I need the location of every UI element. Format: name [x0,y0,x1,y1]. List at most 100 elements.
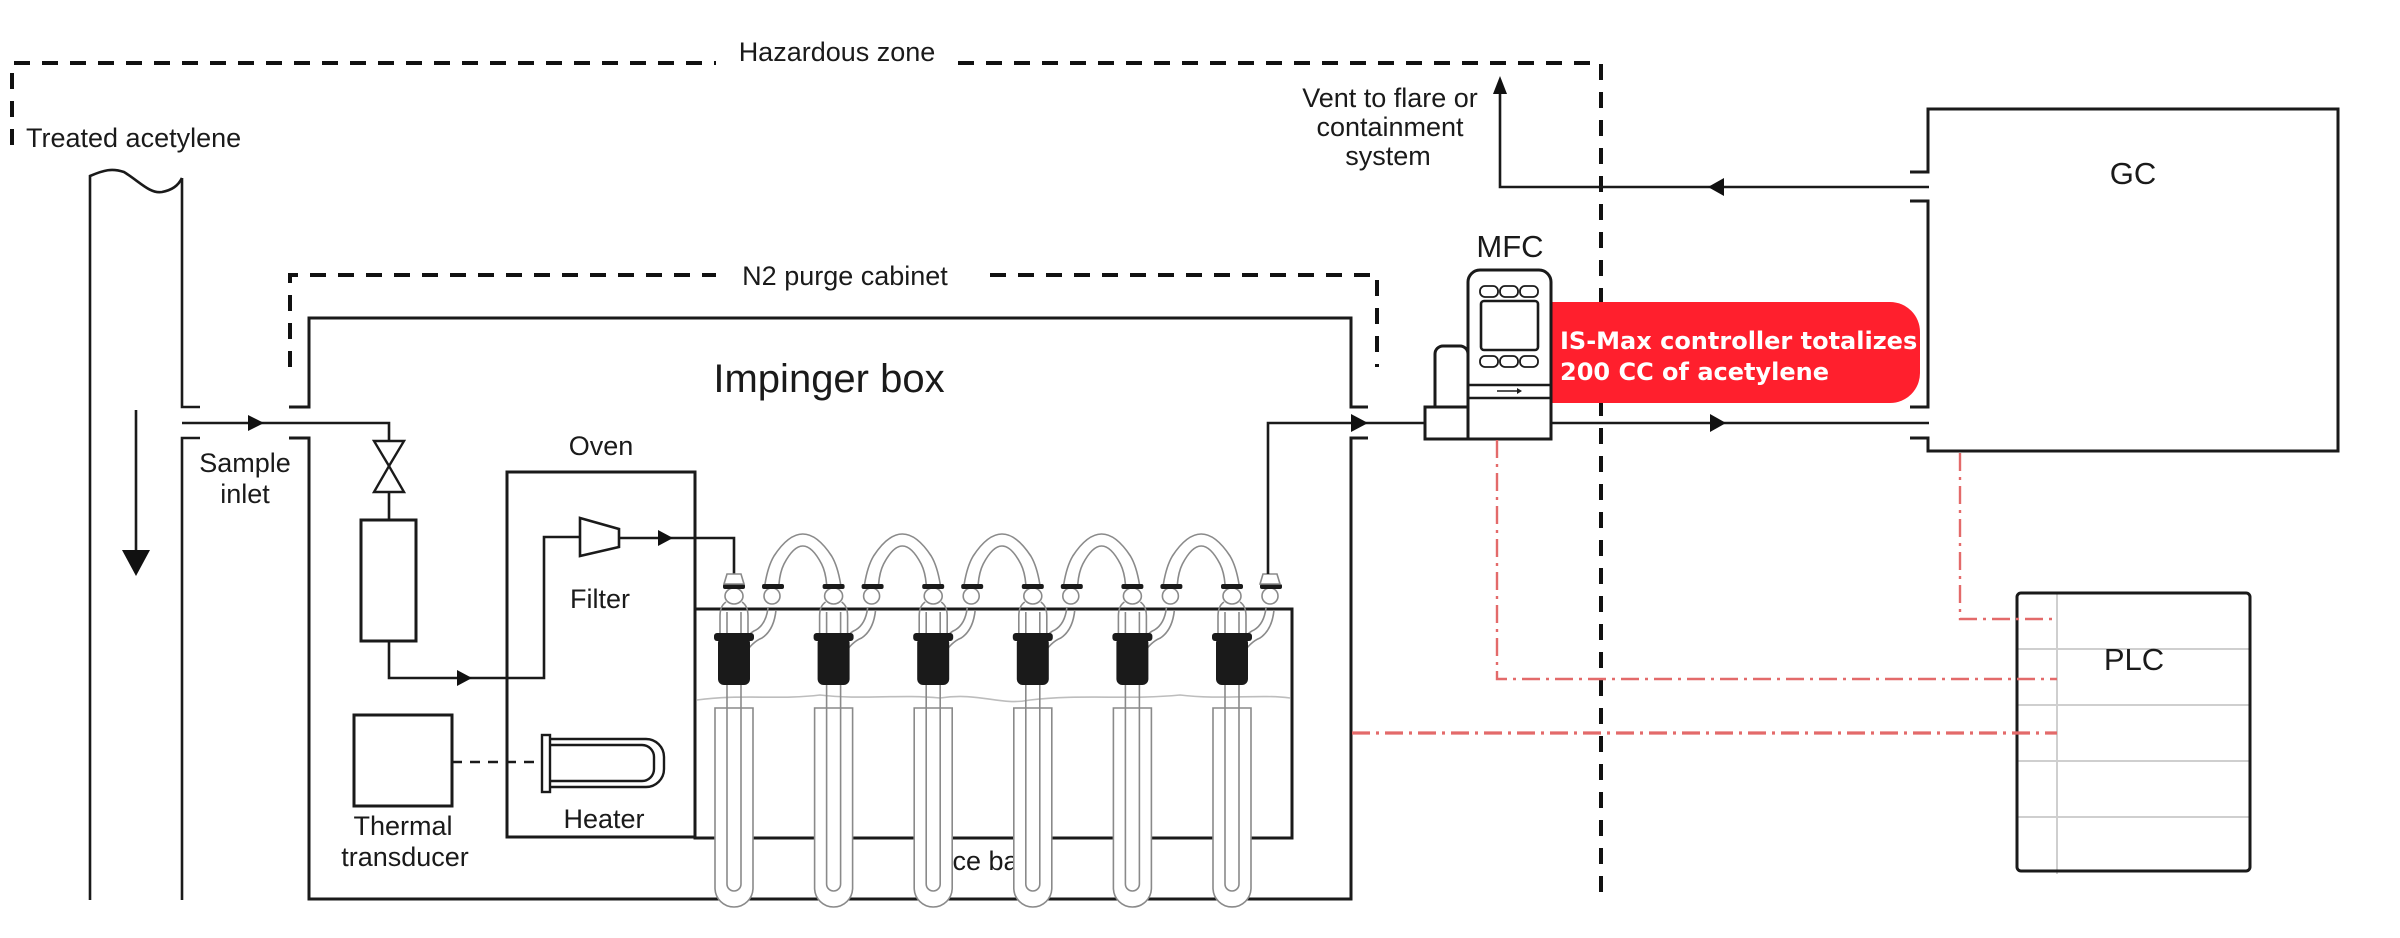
vent-line [1493,76,1929,196]
impinger-neck [818,601,849,636]
impinger-outlet-line [1266,414,1425,574]
impinger-clamp [922,584,945,589]
mass-flow-controller-icon [1423,268,1553,441]
impinger-clamp [723,584,745,589]
impinger-outlet-joint [1261,587,1279,605]
impinger-u-bend [1162,533,1240,585]
impinger-clamp [762,584,784,589]
impinger-outlet-joint [862,587,881,605]
impinger-outlet-joint [1062,587,1080,605]
impinger-tube [813,707,854,908]
impinger-clamp [1160,584,1183,589]
impinger-tube [714,707,754,908]
oven-label: Oven [569,431,634,461]
needle-valve-icon [371,439,407,520]
impinger-stopper-lip [1012,633,1053,641]
impinger-box-label: Impinger box [713,357,944,401]
flow-arrow-icon [1351,414,1368,432]
flow-direction-arrow-icon [122,410,150,576]
sample-inlet-label-1: Sample [199,448,291,478]
impinger-bottle-icon [1112,584,1183,908]
oven-box [505,470,697,839]
impinger-stopper [817,637,850,685]
impinger-clamp [1021,584,1044,589]
impinger-dip-tube [1224,612,1240,892]
main-pipe [88,168,200,900]
totalizer-callout: IS-Max controller totalizes 200 CC of ac… [1545,302,1920,403]
impinger-u-bend [1063,533,1141,585]
plc-label: PLC [2104,642,2164,677]
n2-purge-cabinet-label: N2 purge cabinet [742,261,948,291]
flow-arrow-icon [457,670,472,686]
impinger-neck [719,601,749,636]
impinger-clamp [1260,584,1282,589]
flow-arrow-icon [248,415,264,431]
impinger-train [714,533,1282,908]
impinger-clamp [1221,584,1243,589]
impinger-neck [1117,601,1148,636]
signal-lines [1352,440,2057,735]
flow-arrow-icon [1708,178,1724,196]
impinger-neck [1217,601,1247,636]
vent-label-1: Vent to flare or [1302,83,1478,113]
ice-bath-box [693,607,1294,840]
ice-bath-water-level [696,694,1291,703]
flow-arrow-icon [658,530,673,546]
impinger-stopper [718,637,750,685]
impinger-stopper-lip [714,633,754,641]
impinger-clamp [1060,584,1083,589]
impinger-stopper-lip [813,633,854,641]
impinger-bottle-icon [714,584,784,908]
impinger-dip-tube [1025,612,1041,892]
thermal-transducer-box [352,713,454,808]
impinger-clamp [961,584,984,589]
impinger-dip-tube [825,612,842,892]
gc-label: GC [2110,156,2157,191]
impinger-u-bend [863,533,941,585]
filter-label: Filter [570,584,630,614]
impinger-stopper [917,637,950,685]
impinger-joint [823,587,844,605]
impinger-clamp [861,584,884,589]
impinger-bottle-icon [913,584,984,908]
vent-arrow-icon [1493,76,1507,94]
impinger-tube [1013,707,1053,908]
sample-inlet-label-2: inlet [220,479,270,509]
impinger-dip-tube [726,612,742,892]
impinger-u-bend [963,533,1041,585]
heater-element-icon [540,733,666,794]
impinger-bottle-icon [1012,584,1083,908]
impinger-bottle-icon [813,584,884,908]
impinger-stopper [1216,637,1248,685]
impinger-neck [918,601,948,636]
thermal-transducer-label-1: Thermal [353,811,452,841]
impinger-stopper [1116,637,1149,685]
column-to-oven-line [387,535,580,686]
gc-plc-signal-line [1958,453,2057,621]
impinger-joint [1222,587,1242,605]
flow-arrow-icon [1710,414,1726,432]
treated-acetylene-label: Treated acetylene [26,123,241,153]
mfc-to-gc-line [1551,414,1929,432]
impinger-stopper-lip [1112,633,1153,641]
impinger-outlet-joint [763,587,781,605]
impinger-tube [913,707,953,908]
impinger-stopper-lip [913,633,954,641]
gc-box [1910,107,2340,453]
vent-label-2: containment [1316,112,1464,142]
impinger-joint [724,587,744,605]
hazardous-zone-label: Hazardous zone [739,37,936,67]
filter-to-impinger-line [619,530,736,574]
impinger-joint [923,587,944,605]
impinger-dip-tube [925,612,941,892]
heater-label: Heater [563,804,644,834]
impinger-stopper-lip [1212,633,1252,641]
mfc-plc-signal-line [1495,440,2057,681]
impinger-bottle-icon [1212,584,1282,908]
impinger-clamp [1121,584,1144,589]
filter-icon [578,516,621,558]
impinger-outlet-joint [1161,587,1180,605]
impinger-clamp [822,584,845,589]
impinger-outlet-joint [962,587,981,605]
